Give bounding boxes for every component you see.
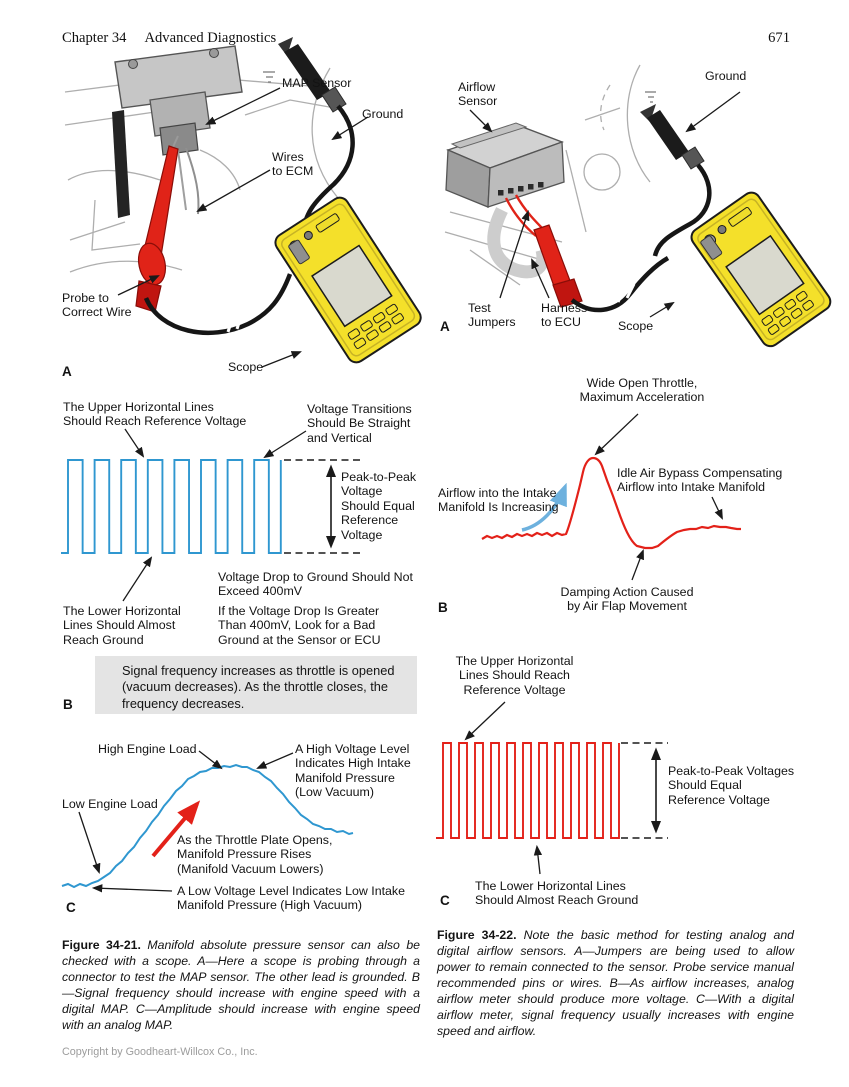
ground-probe-drawing <box>263 37 347 113</box>
label-lower-lines-22c: The Lower Horizontal Lines Should Almost… <box>475 879 639 908</box>
panel-letter-22c: C <box>440 893 450 908</box>
fig22-b-waveform <box>481 413 741 581</box>
fig22-a-illustration <box>444 64 832 348</box>
copyright-line: Copyright by Goodheart-Willcox Co., Inc. <box>62 1046 258 1058</box>
label-damping-action: Damping Action Caused by Air Flap Moveme… <box>560 585 694 614</box>
frequency-note-box <box>95 656 417 714</box>
label-test-jumpers: Test Jumpers <box>468 301 516 330</box>
figure-34-22-caption: Figure 34-22. Note the basic method for … <box>437 928 794 1040</box>
scope-drawing-2 <box>690 191 832 348</box>
test-jumpers-drawing <box>504 194 583 308</box>
label-ground-22a: Ground <box>705 69 747 83</box>
ground-symbol-icon-2 <box>645 91 656 103</box>
label-lower-lines-21b: The Lower Horizontal Lines Should Almost… <box>63 604 181 647</box>
connector-pins <box>498 182 544 196</box>
fig21-a-illustration <box>64 37 422 368</box>
label-transitions: Voltage Transitions Should Be Straight a… <box>307 402 412 445</box>
caption-text-21: Manifold absolute pressure sensor can al… <box>62 938 421 1032</box>
figure-34-21-caption: Figure 34-21. Manifold absolute pressure… <box>62 938 420 1034</box>
panel-letter-22a: A <box>440 319 450 334</box>
cable-break-marks-2 <box>616 283 636 303</box>
label-if-voltage-drop: If the Voltage Drop Is Greater Than 400m… <box>218 604 381 647</box>
fig21-a-leader-lines <box>117 87 369 368</box>
label-idle-air-bypass: Idle Air Bypass Compensating Airflow int… <box>617 466 783 495</box>
label-upper-lines-21b: The Upper Horizontal Lines Should Reach … <box>63 400 247 429</box>
caption-label-21: Figure 34-21. <box>62 938 141 952</box>
label-voltage-drop: Voltage Drop to Ground Should Not Exceed… <box>218 570 413 599</box>
chapter-title: Advanced Diagnostics <box>144 30 277 46</box>
map-sensor-drawing <box>112 45 243 218</box>
label-high-voltage-level: A High Voltage Level Indicates High Inta… <box>295 742 411 800</box>
square-wave-blue <box>61 459 282 554</box>
label-scope-21a: Scope <box>228 360 264 374</box>
label-map-sensor: MAP Sensor <box>282 76 352 90</box>
fig22-c-waveform <box>436 701 668 875</box>
caption-label-22: Figure 34-22. <box>437 928 517 942</box>
frequency-note-text: Signal frequency increases as throttle i… <box>122 663 395 711</box>
probe-plug <box>288 239 310 265</box>
airflow-sensor-drawing <box>445 122 565 279</box>
analog-map-curve-blue <box>61 763 354 889</box>
scope-screen <box>311 244 393 328</box>
panel-letter-21a: A <box>62 364 72 379</box>
label-probe-to-correct-wire: Probe to Correct Wire <box>62 291 132 320</box>
label-low-engine-load: Low Engine Load <box>62 797 158 811</box>
reference-dashes <box>284 459 360 554</box>
label-wires-to-ecm: Wires to ECM <box>272 150 314 179</box>
label-airflow-sensor: Airflow Sensor <box>458 80 498 109</box>
fig22-c-leader-lines <box>464 701 543 875</box>
panel-letter-22b: B <box>438 600 448 615</box>
label-ground-21a: Ground <box>362 107 404 121</box>
probe-plug-2 <box>700 235 723 260</box>
fig21-c-waveform <box>61 750 354 893</box>
page-header: Chapter 34 Advanced Diagnostics <box>62 30 276 47</box>
red-probe-drawing <box>135 135 179 313</box>
black-bracket <box>112 110 130 218</box>
label-upper-lines-22c: The Upper Horizontal Lines Should Reach … <box>455 654 574 697</box>
label-peak-to-peak-22c: Peak-to-Peak Voltages Should Equal Refer… <box>668 764 795 807</box>
fig21-b-waveform <box>61 428 360 602</box>
page-number: 671 <box>768 30 790 46</box>
ground-probe-drawing-2 <box>640 91 705 170</box>
square-wave-red <box>436 742 620 839</box>
fig22-b-leader-lines <box>594 413 723 581</box>
fig22-a-leader-lines <box>469 91 741 318</box>
rising-pressure-arrow-red <box>151 800 201 858</box>
label-airflow-increasing: Airflow into the Intake Manifold Is Incr… <box>438 486 559 515</box>
airflow-increasing-arrow-blue <box>521 482 567 532</box>
airflow-trace-red <box>481 456 741 550</box>
panel-letter-21b: B <box>63 697 73 712</box>
harness-band <box>487 207 550 279</box>
cable-break-marks <box>226 312 244 333</box>
label-scope-22a: Scope <box>618 319 654 333</box>
fig21-b-leader-lines <box>122 428 307 602</box>
scope-screen-2 <box>725 234 805 316</box>
caption-text-22: Note the basic method for testing analog… <box>437 928 794 1038</box>
chapter-number: Chapter 34 <box>62 30 127 46</box>
reference-dashes-2 <box>621 742 668 839</box>
fig21-c-leader-lines <box>78 750 294 893</box>
label-wide-open-throttle: Wide Open Throttle, Maximum Acceleration <box>579 376 705 405</box>
label-throttle-opens: As the Throttle Plate Opens, Manifold Pr… <box>177 833 333 876</box>
label-harness-to-ecu: Harness to ECU <box>541 301 588 330</box>
scope-drawing <box>274 196 422 364</box>
label-low-voltage-level: A Low Voltage Level Indicates Low Intake… <box>177 884 406 913</box>
panel-letter-21c: C <box>66 900 76 915</box>
ground-symbol-icon <box>263 71 275 83</box>
label-peak-to-peak-21b: Peak-to-Peak Voltage Should Equal Refere… <box>341 470 417 542</box>
label-high-engine-load: High Engine Load <box>98 742 197 756</box>
